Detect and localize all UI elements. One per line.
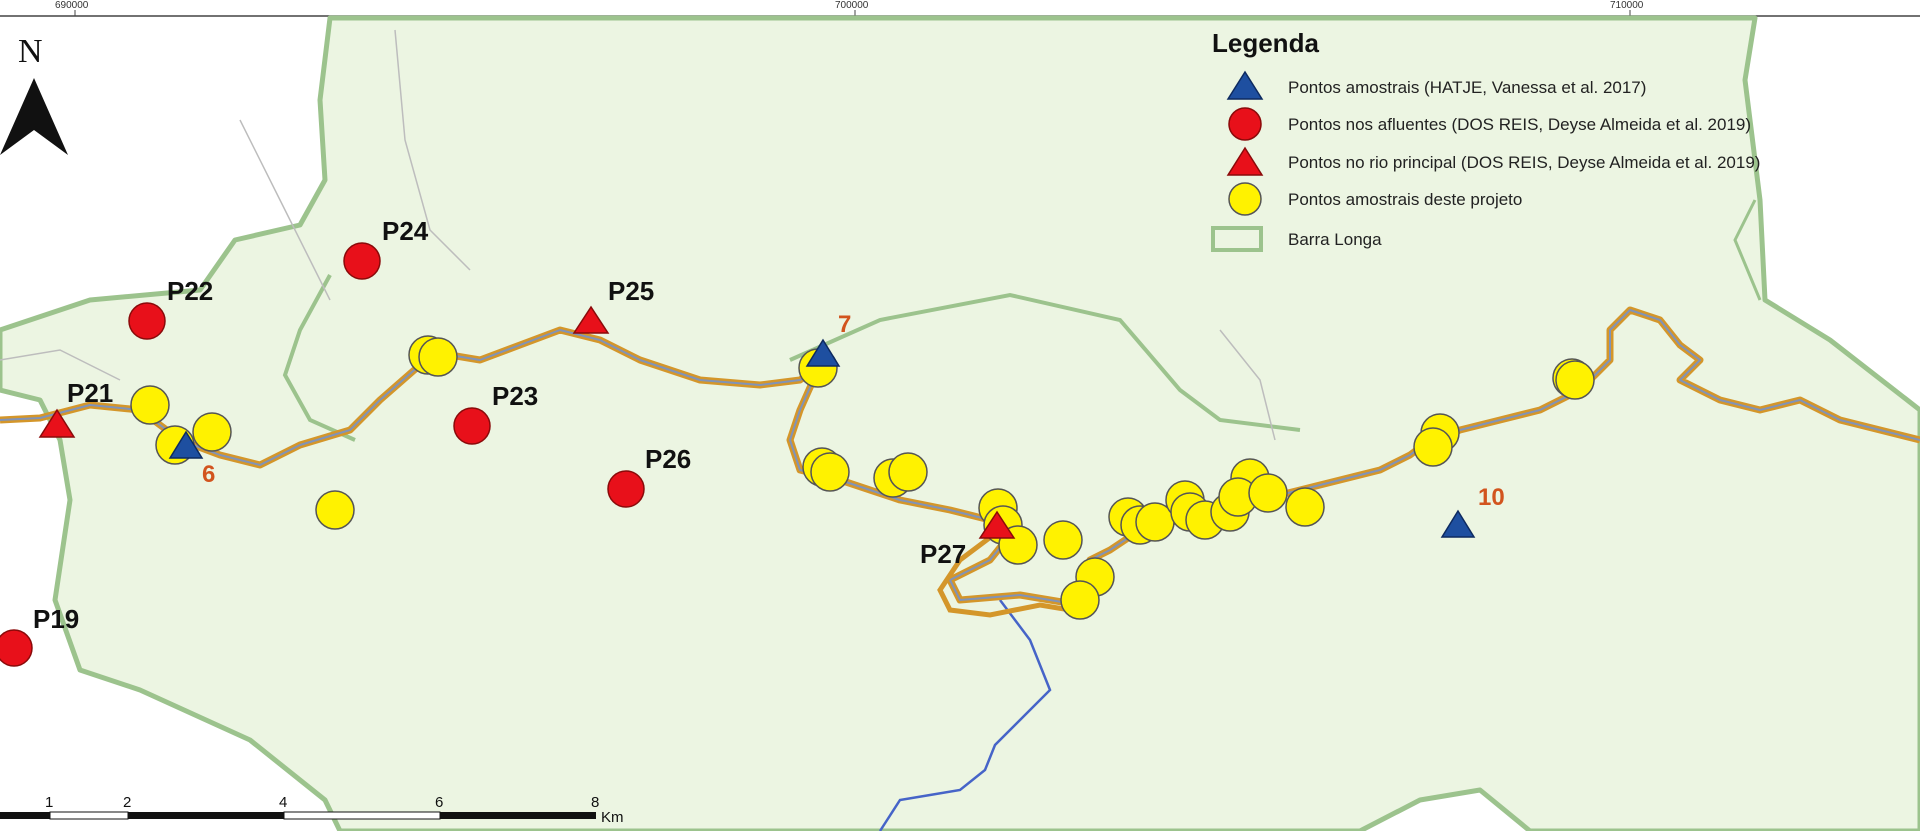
inner-boundary-2 <box>789 292 1301 432</box>
scale-tick-4: 4 <box>279 794 287 811</box>
blue-triangle-6 <box>168 430 204 459</box>
yellow-point <box>1043 520 1083 560</box>
legend-barra-longa-box-icon <box>1211 226 1263 252</box>
scale-tick-8: 8 <box>591 794 599 811</box>
scale-tick-2: 2 <box>123 794 131 811</box>
red-point-p24 <box>343 242 381 280</box>
legend-title: Legenda <box>1212 28 1319 58</box>
blue-triangles <box>168 338 1476 538</box>
legend: Legenda Pontos amostrais (HATJE, Vanessa… <box>1211 28 1760 252</box>
scale-tick-1: 1 <box>45 794 53 811</box>
legend-red-circle-icon <box>1228 107 1262 141</box>
coord-label-710000: 710000 <box>1610 0 1644 11</box>
scale-segment-3 <box>128 812 284 819</box>
scale-segment-4 <box>283 811 441 820</box>
legend-red-triangle-icon <box>1226 146 1264 176</box>
legend-item-barra-longa: Barra Longa <box>1288 230 1382 249</box>
north-letter: N <box>18 33 43 70</box>
legend-item-afluentes: Pontos nos afluentes (DOS REIS, Deyse Al… <box>1288 115 1751 134</box>
stream-blue-tributary <box>878 599 1052 831</box>
yellow-point <box>888 452 928 492</box>
yellow-point <box>1413 427 1453 467</box>
label-p19: P19 <box>33 604 79 634</box>
legend-yellow-circle-icon <box>1228 182 1262 216</box>
stream-grey-2 <box>394 29 471 271</box>
scale-tick-6: 6 <box>435 794 443 811</box>
label-p27: P27 <box>920 539 966 569</box>
blue-triangle-7 <box>805 338 841 367</box>
scale-unit: Km <box>601 809 624 826</box>
yellow-point <box>810 452 850 492</box>
label-site-10: 10 <box>1478 484 1505 511</box>
yellow-point <box>418 337 458 377</box>
yellow-point <box>1555 360 1595 400</box>
red-triangle-p21 <box>38 408 76 438</box>
label-p23: P23 <box>492 381 538 411</box>
yellow-point <box>1060 580 1100 620</box>
red-triangles <box>38 305 1016 539</box>
label-p22: P22 <box>167 276 213 306</box>
inner-boundary-3 <box>1733 199 1762 301</box>
red-triangle-p27 <box>978 510 1016 539</box>
yellow-point <box>130 385 170 425</box>
scale-segment-2 <box>49 811 129 820</box>
stream-grey-3 <box>0 349 121 381</box>
blue-triangle-10 <box>1440 509 1476 538</box>
coord-label-690000: 690000 <box>55 0 89 11</box>
north-arrow: N <box>0 33 68 155</box>
legend-blue-triangle-icon <box>1226 70 1264 100</box>
scale-bar: 1 2 4 6 8 Km <box>0 794 624 826</box>
legend-item-rio-principal: Pontos no rio principal (DOS REIS, Deyse… <box>1288 153 1760 172</box>
scale-segment-1 <box>0 812 50 819</box>
label-p25: P25 <box>608 276 654 306</box>
label-p26: P26 <box>645 444 691 474</box>
yellow-point <box>315 490 355 530</box>
label-site-7: 7 <box>838 311 851 338</box>
yellow-point <box>192 412 232 452</box>
legend-item-projeto: Pontos amostrais deste projeto <box>1288 190 1522 209</box>
label-p21: P21 <box>67 378 113 408</box>
inner-boundary-1 <box>282 274 356 442</box>
red-point-p23 <box>453 407 491 445</box>
label-p24: P24 <box>382 216 429 246</box>
stream-grey-4 <box>1219 329 1276 441</box>
red-point-p22 <box>128 302 166 340</box>
municipality-barra-longa <box>0 15 1920 831</box>
coord-label-700000: 700000 <box>835 0 869 11</box>
label-site-6: 6 <box>202 461 215 488</box>
scale-segment-5 <box>440 812 596 819</box>
red-triangle-p25 <box>572 305 610 334</box>
yellow-point <box>1285 487 1325 527</box>
yellow-point <box>1248 473 1288 513</box>
red-point-p26 <box>607 470 645 508</box>
stream-grey-1 <box>239 119 331 301</box>
north-arrow-icon <box>0 78 68 155</box>
legend-item-hatje: Pontos amostrais (HATJE, Vanessa et al. … <box>1288 78 1646 97</box>
red-point-p19 <box>0 629 33 667</box>
red-points <box>0 242 645 667</box>
